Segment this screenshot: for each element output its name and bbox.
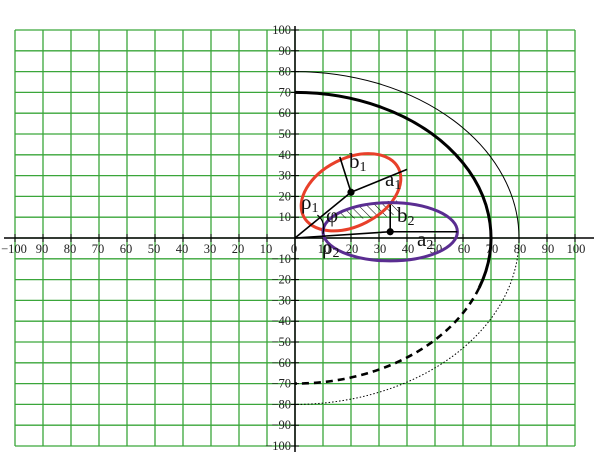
b1-semi-axis [339, 156, 352, 193]
x-tick-label: 20 [346, 242, 359, 256]
inner-arc-dashed [294, 287, 481, 385]
y-tick-label: 60 [279, 106, 292, 120]
rho1-line [294, 191, 352, 239]
inner-arc-bold [294, 90, 493, 289]
y-tick-label: −30 [271, 293, 291, 307]
y-tick-label: 50 [279, 127, 292, 141]
y-tick-label: −90 [271, 418, 291, 432]
x-tick-label: 90 [36, 242, 49, 256]
labels: b1 a1 b2 a2 ρ1 ρ2 φ [301, 149, 433, 261]
arc-curves [294, 71, 520, 405]
x-tick-label: 100 [567, 242, 586, 256]
x-tick-label: 80 [64, 242, 77, 256]
x-tick-label: 80 [514, 242, 527, 256]
y-tick-label: 20 [279, 189, 292, 203]
y-tick-label: −80 [271, 397, 291, 411]
rho2-line [294, 230, 391, 239]
y-tick-label: 100 [272, 23, 291, 37]
x-tick-label: 0 [291, 242, 297, 256]
x-tick-label: 90 [542, 242, 555, 256]
y-tick-label: 40 [279, 148, 292, 162]
ellipse-1 [299, 152, 403, 233]
hatched-intersection [334, 200, 402, 219]
construction-lines [294, 156, 458, 239]
x-tick-label: 50 [148, 242, 161, 256]
x-tick-label: 30 [204, 242, 217, 256]
y-tick-label: 30 [279, 169, 292, 183]
phi-angle-arc [317, 214, 325, 234]
a1-semi-axis [350, 168, 408, 193]
y-tick-label: −40 [271, 314, 291, 328]
y-tick-label: −10 [271, 252, 291, 266]
y-tick-label: −50 [271, 335, 291, 349]
x-tick-label: 30 [374, 242, 387, 256]
label-a1: a1 [385, 167, 401, 193]
label-b1: b1 [349, 149, 367, 175]
y-tick-label: 80 [279, 65, 292, 79]
label-rho2: ρ2 [322, 235, 339, 261]
y-tick-label: 70 [279, 85, 292, 99]
label-rho1: ρ1 [301, 190, 318, 216]
x-tick-label: 40 [176, 242, 189, 256]
x-tick-label: −100 [1, 242, 27, 256]
x-tick-label: 60 [120, 242, 133, 256]
x-tick-label: 20 [232, 242, 245, 256]
y-tick-label: 90 [279, 44, 292, 58]
x-tick-label: 10 [318, 242, 331, 256]
y-tick-labels: 100 90 80 70 60 50 40 30 20 10 −10 −20 −30 −40 −50 −60 −… [265, 23, 291, 453]
y-tick-label: 10 [279, 210, 292, 224]
center-2-dot [386, 228, 394, 236]
center-1-dot [347, 188, 355, 196]
x-tick-label: 70 [92, 242, 105, 256]
x-tick-label: 10 [260, 242, 273, 256]
y-tick-label: −100 [265, 439, 291, 453]
outer-arc-thin [294, 71, 520, 239]
x-tick-label: 40 [402, 242, 415, 256]
label-phi: φ [326, 203, 338, 227]
y-tick-label: −20 [271, 273, 291, 287]
label-a2: a2 [417, 227, 433, 253]
label-b2: b2 [397, 203, 415, 229]
axes [4, 26, 594, 452]
x-tick-label: 60 [458, 242, 471, 256]
y-tick-label: −70 [271, 377, 291, 391]
y-tick-label: −60 [271, 356, 291, 370]
